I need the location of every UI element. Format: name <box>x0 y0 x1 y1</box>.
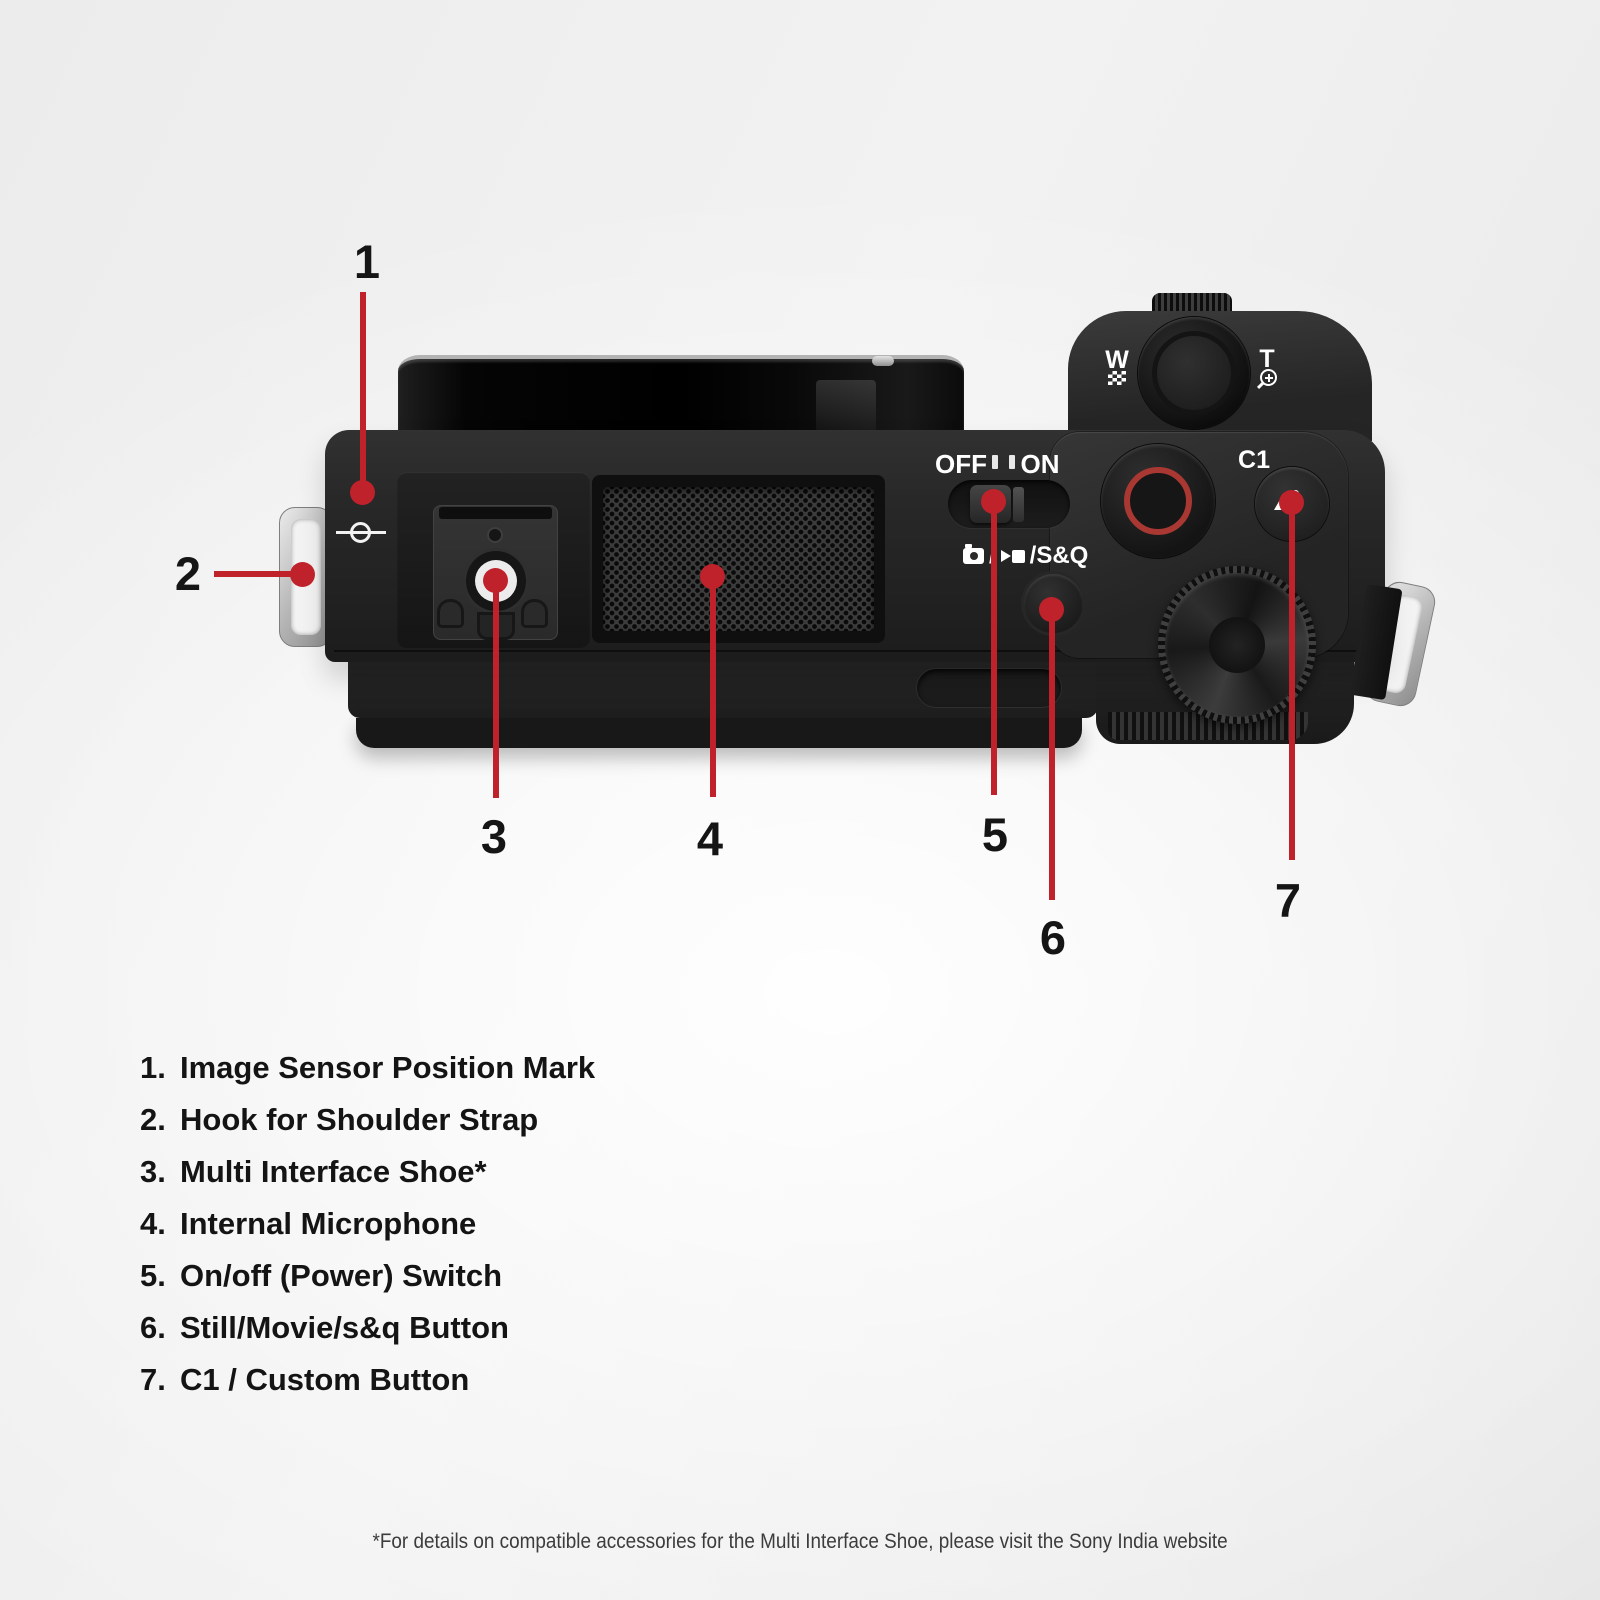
legend-item-1: 1. Image Sensor Position Mark <box>140 1052 840 1083</box>
callout-dot-2 <box>290 562 315 587</box>
power-tick-2 <box>1009 455 1015 469</box>
legend-item-2: 2. Hook for Shoulder Strap <box>140 1104 840 1135</box>
callout-number-1: 1 <box>353 235 381 288</box>
callout-line-7 <box>1289 503 1295 860</box>
legend-number: 4. <box>140 1206 166 1241</box>
legend-number: 6. <box>140 1310 166 1345</box>
legend-item-7: 7. C1 / Custom Button <box>140 1364 840 1395</box>
thumbnail-index-icon <box>1108 371 1126 385</box>
callout-number-6: 6 <box>1039 911 1067 964</box>
legend-number: 1. <box>140 1050 166 1085</box>
callout-number-5: 5 <box>981 808 1009 861</box>
power-switch-ridge <box>1013 487 1024 522</box>
callout-dot-7 <box>1279 490 1304 515</box>
shoe-slot <box>439 507 552 519</box>
callout-line-4 <box>710 577 716 797</box>
legend-item-4: 4. Internal Microphone <box>140 1208 840 1239</box>
callout-dot-5 <box>981 489 1006 514</box>
power-off-label: OFF <box>935 449 987 479</box>
mic-grille-mesh <box>603 487 874 631</box>
flip-screen-lower-edge <box>356 718 1082 748</box>
callout-dot-4 <box>700 564 725 589</box>
zoom-lever-knurl-tab <box>1152 293 1232 315</box>
lens-screw <box>872 356 894 366</box>
callout-number-4: 4 <box>696 812 724 865</box>
legend-label: Still/Movie/s&q Button <box>180 1310 509 1345</box>
legend-label: Multi Interface Shoe* <box>180 1154 487 1189</box>
magnify-zoom-in-icon <box>1256 369 1277 390</box>
legend-item-5: 5. On/off (Power) Switch <box>140 1260 840 1291</box>
zoom-tele-label: T <box>1259 345 1275 373</box>
legend-label: Image Sensor Position Mark <box>180 1050 596 1085</box>
body-seam <box>334 650 1374 652</box>
legend-label: On/off (Power) Switch <box>180 1258 503 1293</box>
mode-label-row: / /S&Q <box>963 542 1089 569</box>
legend-number: 5. <box>140 1258 166 1293</box>
lens-barrel <box>398 355 964 441</box>
zoom-wide-label: W <box>1105 346 1129 374</box>
footnote-text: *For details on compatible accessories f… <box>372 1530 1228 1553</box>
still-photo-icon <box>963 544 984 564</box>
power-tick-1 <box>992 455 998 469</box>
shutter-red-ring <box>1124 467 1192 535</box>
callout-line-6 <box>1049 610 1055 900</box>
callout-number-2: 2 <box>174 547 202 600</box>
legend-label: Internal Microphone <box>180 1206 477 1241</box>
callout-dot-3 <box>483 568 508 593</box>
callout-line-1 <box>360 292 366 493</box>
power-on-label: ON <box>1020 449 1060 479</box>
sq-label: /S&Q <box>1029 542 1089 569</box>
legend-number: 3. <box>140 1154 166 1189</box>
callout-number-7: 7 <box>1274 874 1302 927</box>
callout-line-5 <box>991 502 997 795</box>
callout-line-3 <box>493 581 499 798</box>
control-dial-center <box>1209 617 1265 673</box>
legend-number: 7. <box>140 1362 166 1397</box>
legend-number: 2. <box>140 1102 166 1137</box>
focal-plane-mark-icon <box>336 520 386 545</box>
legend-label: C1 / Custom Button <box>180 1362 470 1397</box>
footnote: *For details on compatible accessories f… <box>0 1530 1600 1554</box>
lens-highlight <box>816 380 876 432</box>
legend-label: Hook for Shoulder Strap <box>180 1102 539 1137</box>
shoe-foot-left <box>437 599 464 628</box>
screen-groove <box>916 668 1062 708</box>
legend-item-6: 6. Still/Movie/s&q Button <box>140 1312 840 1343</box>
callout-number-3: 3 <box>480 810 508 863</box>
zoom-rocker-button <box>1152 331 1236 415</box>
callout-dot-6 <box>1039 597 1064 622</box>
callout-dot-1 <box>350 480 375 505</box>
legend-item-3: 3. Multi Interface Shoe* <box>140 1156 840 1187</box>
legend: 1. Image Sensor Position Mark 2. Hook for … <box>140 1052 840 1416</box>
movie-icon <box>1000 549 1025 563</box>
callout-line-2 <box>214 571 305 577</box>
shoe-pin-hole <box>487 527 503 543</box>
c1-label: C1 <box>1238 446 1270 474</box>
shoe-foot-right <box>521 599 548 628</box>
